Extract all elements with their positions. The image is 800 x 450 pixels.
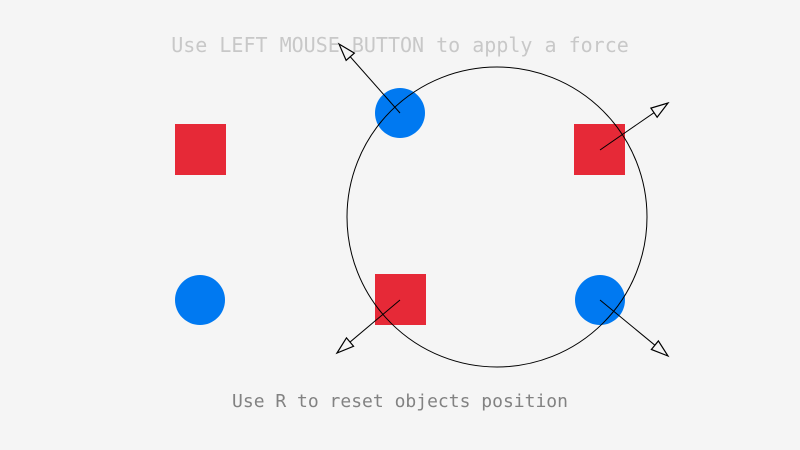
reset-instruction: Use R to reset objects position <box>232 391 568 412</box>
red-square-body[interactable] <box>175 124 226 175</box>
red-square-body[interactable] <box>574 124 625 175</box>
force-arrow-line <box>349 299 401 343</box>
force-arrow-line <box>599 299 656 346</box>
force-arrow-line <box>349 56 401 114</box>
red-square-body[interactable] <box>375 274 426 325</box>
force-arrow-head <box>649 101 670 119</box>
force-arrow-head <box>650 339 670 358</box>
apply-force-instruction: Use LEFT MOUSE BUTTON to apply a force <box>171 33 629 57</box>
blue-circle-body[interactable] <box>175 275 225 325</box>
force-arrow-head <box>335 336 355 355</box>
force-arrow-head <box>337 42 356 62</box>
force-arrow-line <box>599 112 655 151</box>
boundary-circle-outline <box>346 66 648 368</box>
